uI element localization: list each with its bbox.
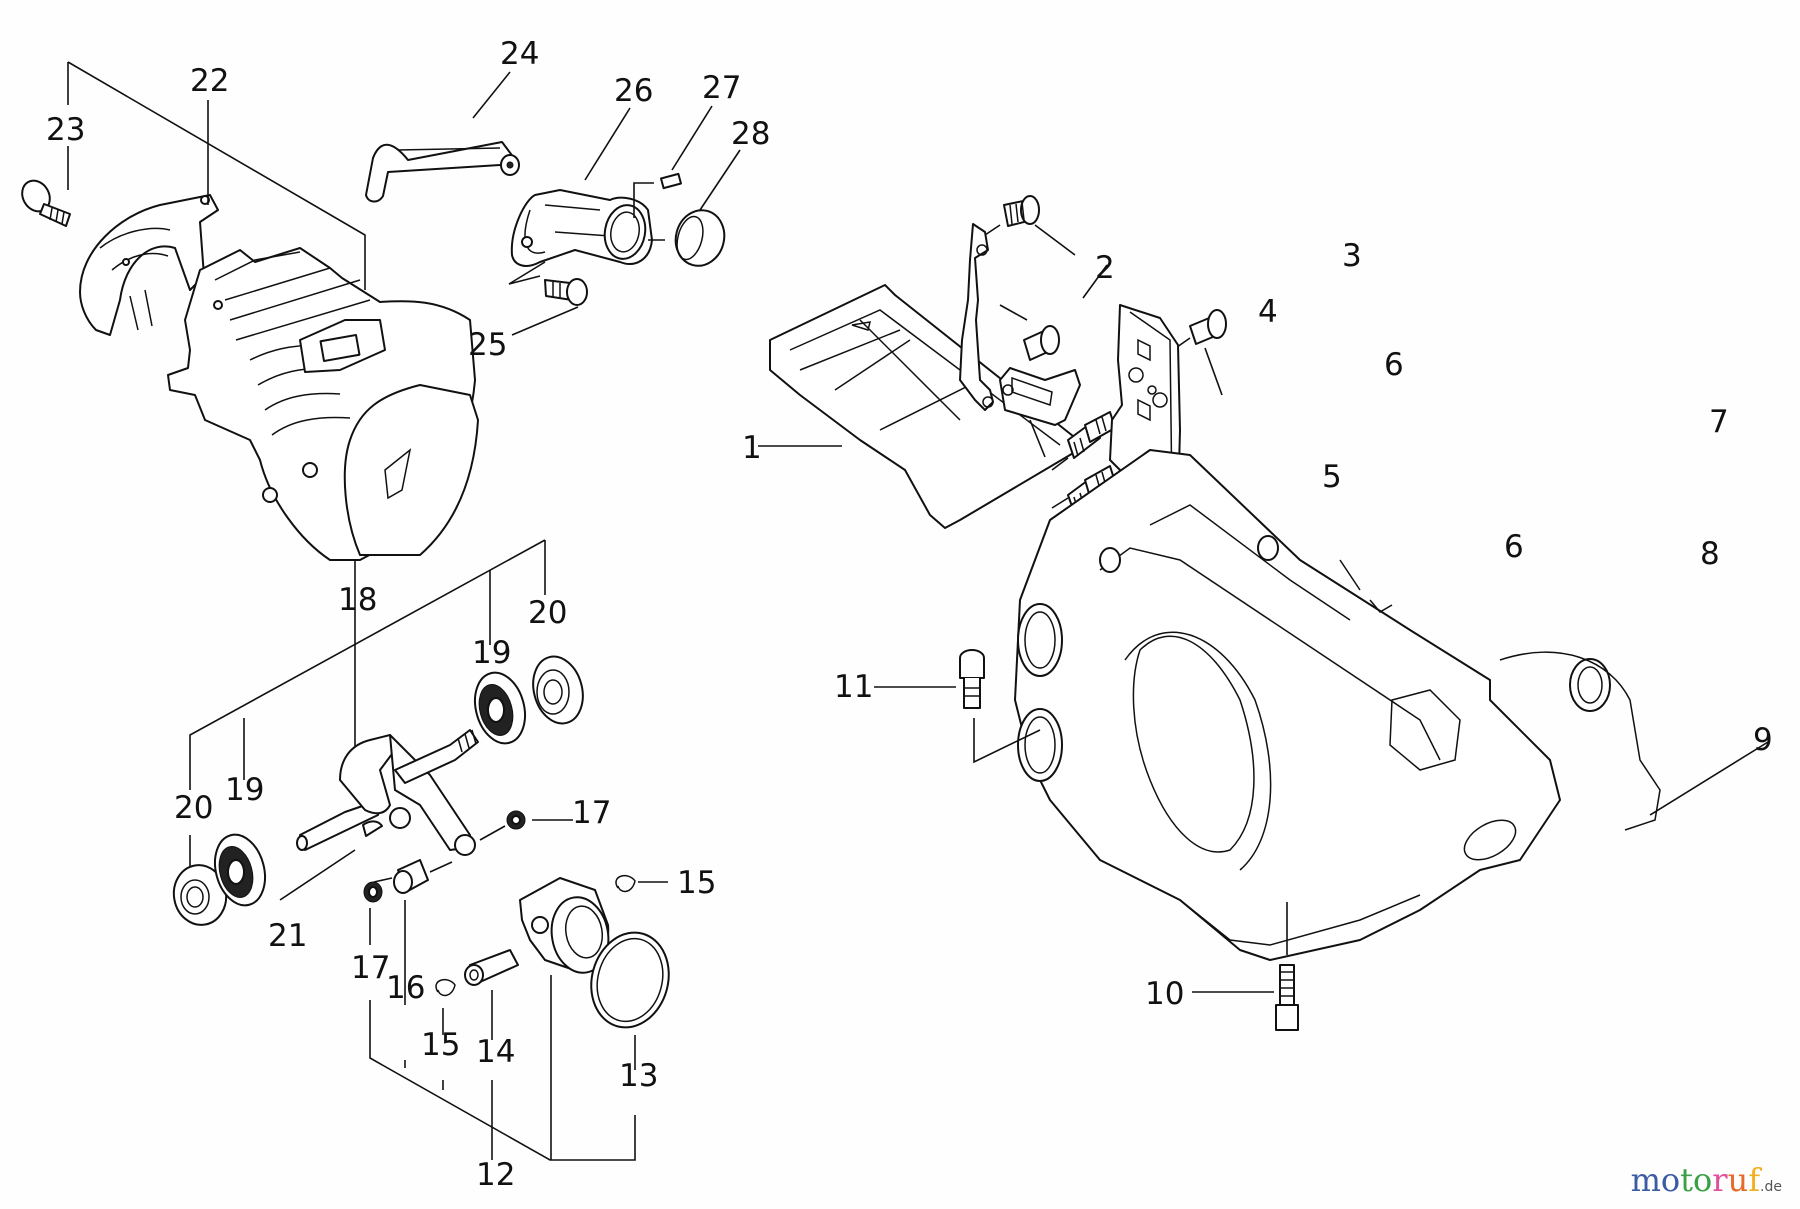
label-17-bottom[interactable]: 17 xyxy=(351,950,390,986)
part-15-circlip-right[interactable] xyxy=(615,874,668,893)
part-20-oil-seal-left[interactable] xyxy=(169,861,231,929)
label-13[interactable]: 13 xyxy=(619,1058,658,1094)
part-24-impulse-hose[interactable] xyxy=(365,71,520,203)
watermark-letter: u xyxy=(1727,1161,1749,1199)
part-17-washer-left[interactable] xyxy=(363,881,383,945)
part-23-screw[interactable] xyxy=(17,176,71,227)
label-8[interactable]: 8 xyxy=(1700,536,1720,572)
part-cylinder[interactable] xyxy=(167,247,479,561)
watermark-letter: r xyxy=(1712,1161,1728,1199)
part-16-needle-bearing[interactable] xyxy=(373,859,453,1005)
part-7-screw[interactable] xyxy=(1169,309,1227,396)
part-26-intake-manifold[interactable] xyxy=(510,107,653,267)
part-5-chain-catcher[interactable] xyxy=(999,367,1081,458)
watermark-letter: t xyxy=(1680,1161,1694,1199)
label-25[interactable]: 25 xyxy=(468,327,507,363)
label-19-left[interactable]: 19 xyxy=(225,772,264,808)
watermark-letter: f xyxy=(1748,1161,1761,1199)
label-21[interactable]: 21 xyxy=(268,918,307,954)
part-2-chain-catcher-plate[interactable] xyxy=(959,223,1108,411)
label-16[interactable]: 16 xyxy=(386,970,425,1006)
label-20-left[interactable]: 20 xyxy=(174,790,213,826)
watermark-letter: o xyxy=(1693,1161,1713,1199)
leaders-piston-kit xyxy=(369,1000,636,1161)
part-10-screw[interactable] xyxy=(1192,902,1299,1031)
part-12-piston[interactable] xyxy=(519,877,614,1160)
label-12[interactable]: 12 xyxy=(476,1157,515,1193)
part-11-screw[interactable] xyxy=(874,649,1041,764)
label-15-right[interactable]: 15 xyxy=(677,865,716,901)
part-13-piston-ring[interactable] xyxy=(581,924,679,1070)
label-14[interactable]: 14 xyxy=(476,1034,515,1070)
label-10[interactable]: 10 xyxy=(1145,976,1184,1012)
label-26[interactable]: 26 xyxy=(614,73,653,109)
leaders-cylinder-group xyxy=(67,61,366,290)
label-4[interactable]: 4 xyxy=(1258,294,1278,330)
label-18[interactable]: 18 xyxy=(338,582,377,618)
part-15-circlip-left[interactable] xyxy=(435,978,456,1035)
label-7[interactable]: 7 xyxy=(1709,404,1729,440)
part-4-screw[interactable] xyxy=(999,304,1060,361)
part-25-screw[interactable] xyxy=(508,261,588,336)
watermark-letter: o xyxy=(1660,1161,1681,1199)
watermark-tld: .de xyxy=(1760,1179,1782,1195)
watermark-logo: motoruf.de xyxy=(1631,1161,1782,1199)
part-9-crankcase[interactable] xyxy=(1014,449,1769,961)
part-17-washer-right[interactable] xyxy=(479,810,573,841)
part-19-bearing-left[interactable] xyxy=(208,829,273,911)
label-23[interactable]: 23 xyxy=(46,112,85,148)
label-5[interactable]: 5 xyxy=(1322,459,1342,495)
label-17-right[interactable]: 17 xyxy=(572,795,611,831)
part-14-piston-pin[interactable] xyxy=(464,949,519,1040)
part-6-bar-stud-top[interactable] xyxy=(1051,411,1116,471)
label-24[interactable]: 24 xyxy=(500,36,539,72)
label-20-right[interactable]: 20 xyxy=(528,595,567,631)
label-27[interactable]: 27 xyxy=(702,70,741,106)
part-27-nipple[interactable] xyxy=(633,105,713,218)
part-18-crankshaft[interactable] xyxy=(296,729,479,856)
watermark-letter: m xyxy=(1630,1161,1661,1199)
label-6-bottom[interactable]: 6 xyxy=(1504,529,1524,565)
label-3[interactable]: 3 xyxy=(1342,238,1362,274)
part-21-woodruff-key[interactable] xyxy=(279,820,383,901)
part-1-bottom-cover[interactable] xyxy=(758,284,1079,529)
part-22-cylinder-clamp[interactable] xyxy=(79,194,219,336)
label-28[interactable]: 28 xyxy=(731,116,770,152)
part-19-bearing-right[interactable] xyxy=(468,667,533,749)
label-1[interactable]: 1 xyxy=(742,430,762,466)
part-20-oil-seal-right[interactable] xyxy=(526,651,590,729)
label-11[interactable]: 11 xyxy=(834,669,873,705)
label-2[interactable]: 2 xyxy=(1095,250,1115,286)
part-labels: 1 2 3 4 5 6 6 7 8 9 10 11 12 13 14 15 15… xyxy=(46,36,1773,1193)
label-9[interactable]: 9 xyxy=(1753,722,1773,758)
label-6-top[interactable]: 6 xyxy=(1384,347,1404,383)
label-15-bottom[interactable]: 15 xyxy=(421,1027,460,1063)
label-19-right[interactable]: 19 xyxy=(472,635,511,671)
part-28-clamp-ring[interactable] xyxy=(648,149,741,271)
label-22[interactable]: 22 xyxy=(190,63,229,99)
leaders-crank-group xyxy=(189,539,546,880)
part-3-screw[interactable] xyxy=(984,195,1076,256)
